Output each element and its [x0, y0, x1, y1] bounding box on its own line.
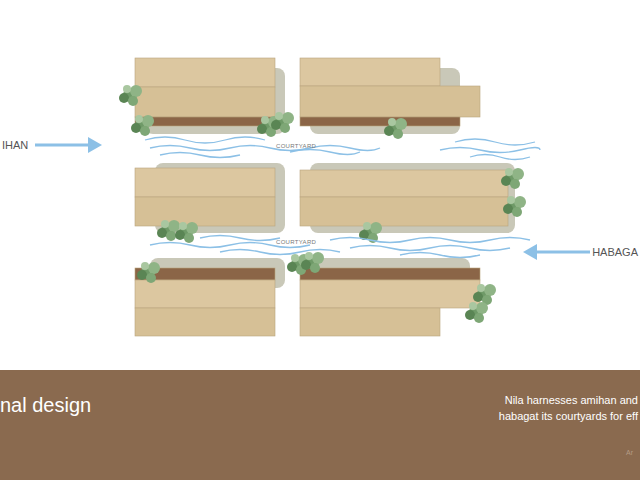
- title-text: nal design: [0, 394, 91, 417]
- caption-text: Nila harnesses amihan and habagat its co…: [464, 393, 638, 425]
- courtyard-label: COURTYARD: [276, 239, 316, 245]
- courtyard-label: COURTYARD: [276, 143, 316, 149]
- author-note: Ar: [626, 449, 633, 456]
- wind-label: IHAN: [2, 139, 28, 151]
- footer-band: [0, 370, 640, 480]
- wind-label: HABAGA: [592, 246, 638, 258]
